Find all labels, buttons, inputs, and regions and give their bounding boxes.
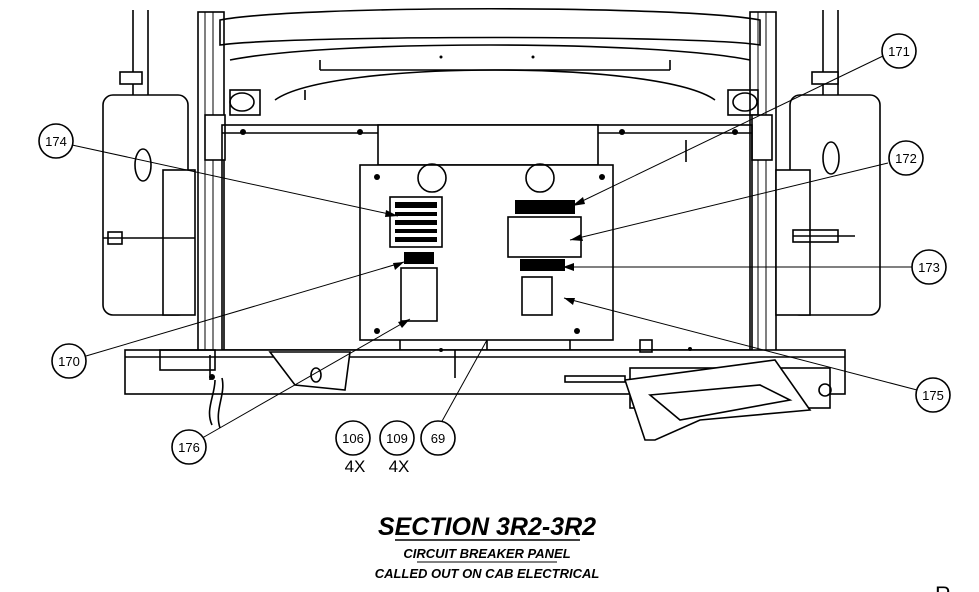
callout-172: 172 (888, 140, 924, 176)
svg-text:172: 172 (895, 151, 917, 166)
section-label: SECTION 3R2-3R2 CIRCUIT BREAKER PANEL CA… (375, 513, 600, 581)
callout-106: 106 (335, 420, 371, 456)
left-side-assembly (102, 10, 196, 316)
right-post (749, 11, 777, 353)
right-side-assembly (775, 10, 881, 316)
callout-174: 174 (38, 123, 74, 159)
svg-text:109: 109 (386, 431, 408, 446)
svg-text:170: 170 (58, 354, 80, 369)
svg-text:171: 171 (888, 44, 910, 59)
callout-69: 69 (420, 420, 456, 456)
left-post (197, 11, 226, 353)
svg-text:174: 174 (45, 134, 67, 149)
arrowheads (385, 197, 585, 328)
callout-170: 170 (51, 343, 87, 379)
svg-text:175: 175 (922, 388, 944, 403)
section-subtitle-1: CIRCUIT BREAKER PANEL (403, 546, 570, 561)
leader-lines (71, 55, 918, 446)
edge-letter: R (935, 582, 951, 592)
callout-176: 176 (171, 429, 207, 465)
svg-text:69: 69 (431, 431, 445, 446)
quantity-109: 4X (389, 457, 410, 476)
callout-109: 109 (379, 420, 415, 456)
svg-text:106: 106 (342, 431, 364, 446)
callout-173: 173 (911, 249, 947, 285)
circuit-breaker-panel (359, 124, 614, 341)
svg-text:173: 173 (918, 260, 940, 275)
section-subtitle-2: CALLED OUT ON CAB ELECTRICAL (375, 566, 600, 581)
callout-175: 175 (915, 377, 951, 413)
svg-text:176: 176 (178, 440, 200, 455)
upper-arch-frame (219, 7, 761, 116)
callout-171: 171 (881, 33, 917, 69)
quantity-106: 4X (345, 457, 366, 476)
section-title: SECTION 3R2-3R2 (378, 513, 596, 541)
bottom-frame (124, 339, 846, 441)
